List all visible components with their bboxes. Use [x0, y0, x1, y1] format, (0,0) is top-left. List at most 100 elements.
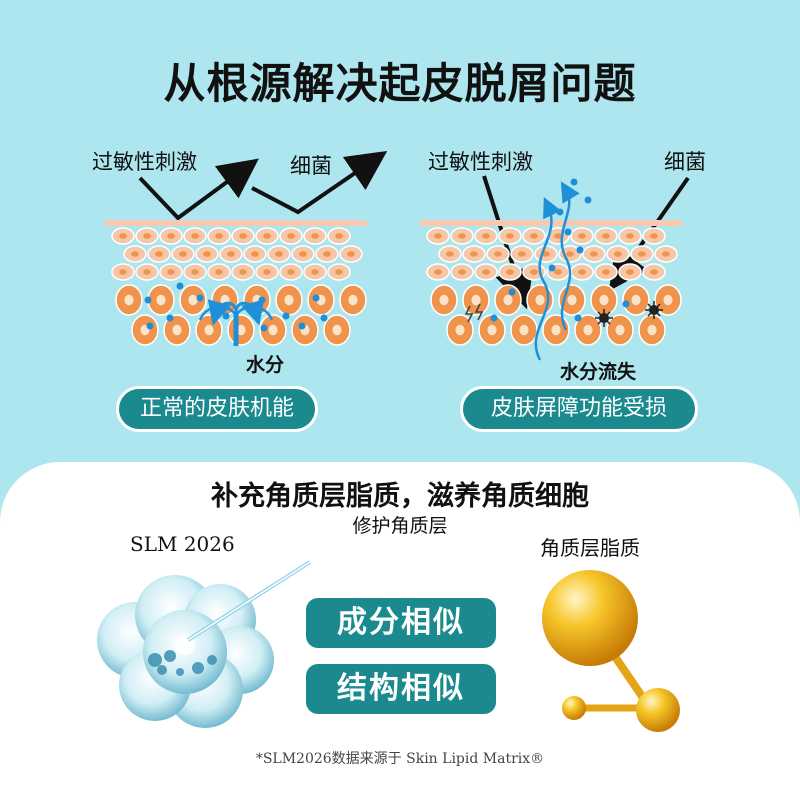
orange-cell-nucleus	[284, 294, 294, 306]
light-cell-nucleus	[335, 233, 343, 239]
light-cell-nucleus	[239, 233, 247, 239]
light-cell-nucleus	[119, 233, 127, 239]
skin-surface-left	[105, 220, 367, 226]
light-cell-nucleus	[179, 251, 187, 257]
light-cell-nucleus	[566, 251, 574, 257]
light-cell-nucleus	[530, 269, 538, 275]
light-cell-nucleus	[239, 269, 247, 275]
orange-cell-nucleus	[156, 294, 166, 306]
orange-cell-nucleus	[583, 324, 593, 336]
light-cell-nucleus	[263, 233, 271, 239]
card-heading: 补充角质层脂质，滋养角质细胞	[211, 481, 589, 512]
water-dot	[298, 322, 306, 330]
light-cell-nucleus	[311, 269, 319, 275]
orange-cell-nucleus	[647, 324, 657, 336]
light-cell-nucleus	[638, 251, 646, 257]
water-dot	[282, 312, 290, 320]
light-cell-nucleus	[347, 251, 355, 257]
light-cell-nucleus	[323, 251, 331, 257]
water-dot	[166, 314, 174, 322]
water-dot	[508, 288, 516, 296]
light-cell-nucleus	[542, 251, 550, 257]
upper-cell-layer-left	[111, 227, 363, 281]
bacteria-label-left: 细菌	[290, 154, 332, 178]
light-cell-nucleus	[287, 269, 295, 275]
molecule-icon	[542, 570, 680, 732]
light-cell-nucleus	[203, 251, 211, 257]
light-cell-nucleus	[287, 233, 295, 239]
orange-cell-nucleus	[663, 294, 673, 306]
orange-cell-nucleus	[455, 324, 465, 336]
deflect-arrows-left	[138, 150, 388, 221]
water-dot	[222, 312, 230, 320]
light-cell-nucleus	[227, 251, 235, 257]
light-cell-nucleus	[482, 233, 490, 239]
orange-cell-nucleus	[236, 324, 246, 336]
orange-cell-nucleus	[332, 324, 342, 336]
water-dot	[196, 294, 204, 302]
light-cell-nucleus	[458, 269, 466, 275]
similar-structure-badge: 结构相似	[306, 664, 496, 714]
barrier-damaged-pill: 皮肤屏障功能受损	[460, 386, 698, 432]
light-cell-nucleus	[215, 233, 223, 239]
orange-cell-nucleus	[268, 324, 278, 336]
serum-sphere-icon	[97, 560, 312, 728]
water-dot	[622, 300, 630, 308]
light-cell-nucleus	[263, 269, 271, 275]
light-cell-nucleus	[167, 269, 175, 275]
light-cell-nucleus	[578, 233, 586, 239]
orange-cell-nucleus	[487, 324, 497, 336]
water-loss-path-2	[560, 181, 580, 331]
light-cell-nucleus	[434, 269, 442, 275]
light-cell-nucleus	[275, 251, 283, 257]
light-cell-nucleus	[662, 251, 670, 257]
light-cell-nucleus	[650, 233, 658, 239]
page-title: 从根源解决起皮脱屑问题	[163, 59, 637, 108]
allergy-label-right: 过敏性刺激	[428, 150, 533, 174]
water-dot	[320, 314, 328, 322]
lipid-label: 角质层脂质	[540, 536, 640, 560]
light-cell-nucleus	[530, 233, 538, 239]
water-dot	[570, 178, 578, 186]
light-cell-nucleus	[482, 269, 490, 275]
orange-cell-nucleus	[551, 324, 561, 336]
light-cell-nucleus	[191, 233, 199, 239]
light-cell-nucleus	[434, 233, 442, 239]
water-dot	[312, 294, 320, 302]
orange-cell-nucleus	[535, 294, 545, 306]
lower-cell-layer-left	[115, 284, 367, 346]
water-dot	[584, 196, 592, 204]
water-dot	[258, 296, 266, 304]
water-dot	[176, 282, 184, 290]
water-dot	[144, 296, 152, 304]
orange-cell-nucleus	[599, 294, 609, 306]
water-loss-path	[534, 196, 562, 361]
orange-cell-nucleus	[631, 294, 641, 306]
normal-function-pill: 正常的皮肤机能	[116, 386, 318, 432]
light-cell-nucleus	[143, 233, 151, 239]
light-cell-nucleus	[446, 251, 454, 257]
light-cell-nucleus	[311, 233, 319, 239]
orange-cell-nucleus	[567, 294, 577, 306]
water-dot	[146, 322, 154, 330]
light-cell-nucleus	[299, 251, 307, 257]
card-subheading: 修护角质层	[352, 515, 448, 537]
orange-cell-nucleus	[439, 294, 449, 306]
similar-ingredients-badge: 成分相似	[306, 598, 496, 648]
light-cell-nucleus	[554, 233, 562, 239]
light-cell-nucleus	[494, 251, 502, 257]
orange-cell-nucleus	[188, 294, 198, 306]
footnote: *SLM2026数据来源于 Skin Lipid Matrix®	[255, 751, 545, 767]
light-cell-nucleus	[335, 269, 343, 275]
light-cell-nucleus	[650, 269, 658, 275]
water-loss-label: 水分流失	[560, 361, 637, 383]
orange-cell-nucleus	[615, 324, 625, 336]
slm-label: SLM 2026	[130, 532, 235, 556]
water-dot	[260, 324, 268, 332]
light-cell-nucleus	[131, 251, 139, 257]
water-dot	[490, 314, 498, 322]
water-droplet-icon	[198, 299, 274, 346]
light-cell-nucleus	[470, 251, 478, 257]
light-cell-nucleus	[518, 251, 526, 257]
light-cell-nucleus	[506, 269, 514, 275]
